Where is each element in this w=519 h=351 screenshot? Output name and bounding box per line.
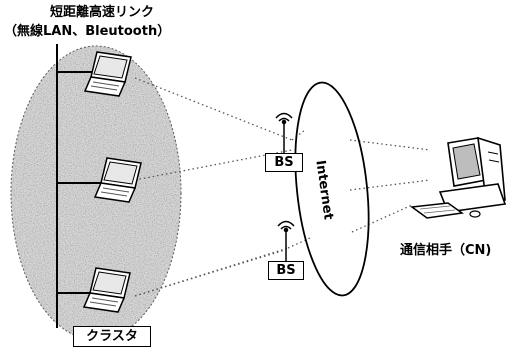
- antenna-icon: [277, 220, 295, 261]
- base-station-label-top: BS: [265, 153, 303, 172]
- laptop-icon: [93, 157, 142, 203]
- internet-cloud: [294, 81, 370, 297]
- antenna-icon: [275, 112, 293, 153]
- wireless-links: [134, 77, 431, 297]
- cluster-label: クラスタ: [73, 326, 151, 347]
- link-type-subtitle: （無線LAN、Bleutooth）: [4, 24, 171, 39]
- base-station-label-bottom: BS: [268, 261, 304, 280]
- desktop-computer-icon: [410, 136, 507, 219]
- laptop-icon: [83, 51, 132, 97]
- correspondent-node-label: 通信相手（CN): [400, 243, 492, 258]
- laptop-icon: [82, 267, 131, 313]
- backbone-link: [56, 44, 102, 328]
- link-type-title: 短距離高速リンク: [50, 5, 155, 20]
